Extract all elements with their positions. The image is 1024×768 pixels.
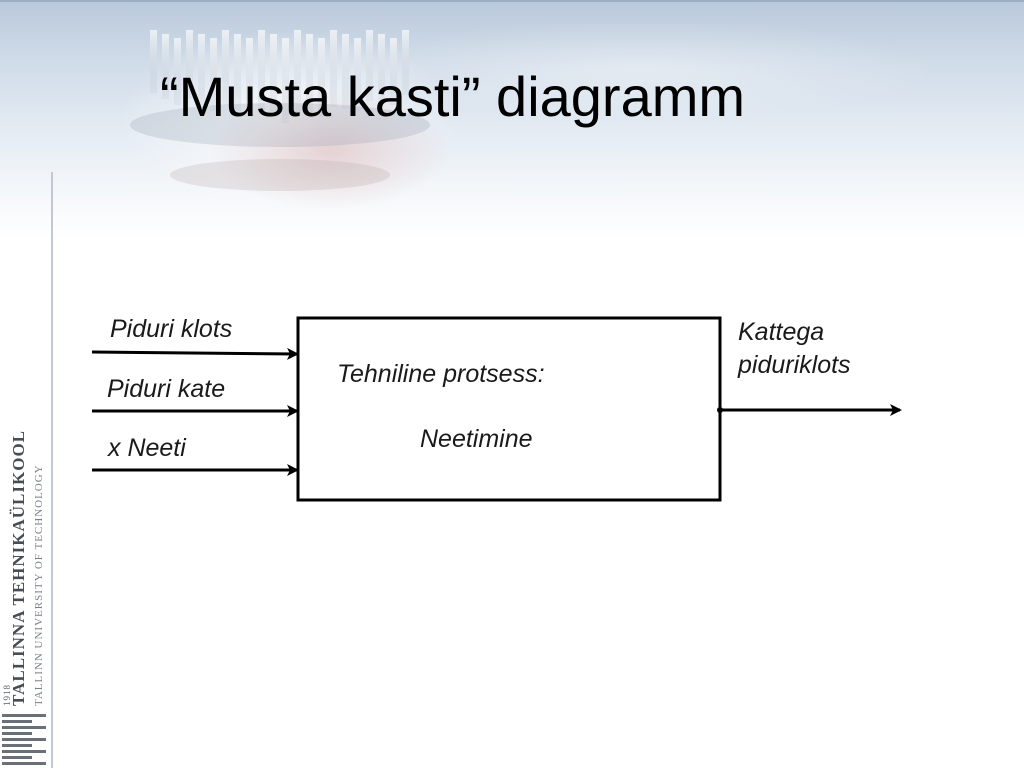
header-decoration-blade bbox=[342, 34, 349, 109]
header-decoration-blade bbox=[258, 30, 265, 111]
header-decoration-blade bbox=[330, 30, 337, 107]
header-decoration-blade bbox=[186, 30, 193, 99]
process-box bbox=[296, 316, 722, 502]
header-decoration-blade bbox=[246, 38, 253, 117]
output-junction bbox=[717, 407, 723, 413]
input-label-x-neeti: x Neeti bbox=[107, 434, 187, 462]
header-decoration-blade bbox=[402, 30, 409, 95]
header-decoration-blade bbox=[378, 34, 385, 103]
logo-bar bbox=[2, 738, 46, 741]
logo-bar bbox=[2, 762, 46, 765]
output-label-line-1: Kattega bbox=[738, 318, 824, 346]
logo-bar bbox=[2, 732, 32, 735]
header-decoration-blade bbox=[318, 38, 325, 117]
input-label-piduri-klots: Piduri klots bbox=[110, 315, 232, 343]
header-decoration-blade bbox=[306, 34, 313, 115]
logo-bar bbox=[2, 714, 46, 717]
logo-divider-line bbox=[51, 172, 53, 768]
input-arrow-1 bbox=[91, 347, 299, 360]
header-decoration-blade bbox=[198, 34, 205, 105]
logo-bar bbox=[2, 756, 32, 759]
header-decoration-blade bbox=[222, 30, 229, 105]
header-decoration-blade bbox=[270, 34, 277, 117]
header-decoration-blade bbox=[234, 34, 241, 111]
header-decoration-blade bbox=[354, 38, 361, 111]
header-decoration-blade bbox=[366, 30, 373, 101]
header-decoration-blade bbox=[174, 38, 181, 105]
process-heading: Tehniline protsess: bbox=[337, 360, 545, 388]
header-decoration-blade bbox=[390, 38, 397, 105]
logo-bar bbox=[2, 720, 32, 723]
header-background-image bbox=[120, 20, 940, 210]
top-rule bbox=[0, 0, 1024, 2]
header-decoration-blade bbox=[210, 38, 217, 111]
logo-bar bbox=[2, 750, 46, 753]
slide-title: “Musta kasti” diagramm bbox=[160, 65, 746, 128]
logo-bar bbox=[2, 726, 46, 729]
header-decoration-blade bbox=[162, 34, 169, 99]
logo-bars-icon bbox=[2, 714, 46, 765]
input-label-piduri-kate: Piduri kate bbox=[107, 375, 225, 403]
process-name: Neetimine bbox=[420, 425, 533, 453]
output-label-line-2: piduriklots bbox=[737, 351, 851, 379]
header-decoration-blade bbox=[294, 30, 301, 113]
logo-bar bbox=[2, 744, 32, 747]
header-decoration-blade bbox=[282, 38, 289, 123]
header-decoration-blade bbox=[150, 30, 157, 93]
